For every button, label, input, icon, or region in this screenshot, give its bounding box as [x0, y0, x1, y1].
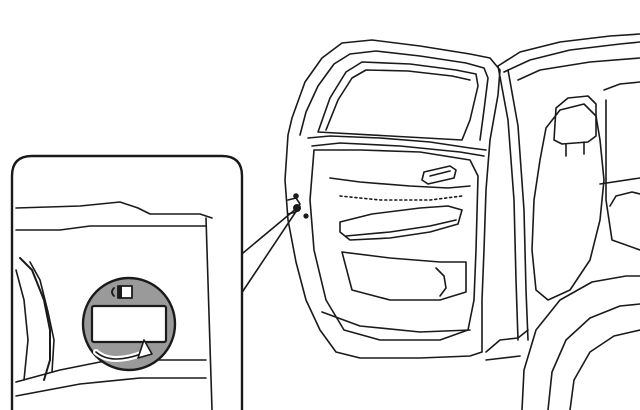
headrest — [553, 95, 597, 145]
rotate-arrow-icon — [93, 339, 153, 362]
rear-seat — [531, 103, 605, 301]
door-window — [317, 61, 479, 141]
rear-door — [284, 39, 501, 359]
rear-wheel-arch — [521, 275, 640, 410]
rear-wheel — [569, 329, 640, 410]
callout-lines — [236, 207, 298, 301]
inner-door-handle — [421, 165, 457, 185]
child-lock-inset — [10, 154, 244, 410]
child-lock-knob — [81, 276, 177, 372]
car-body — [485, 33, 640, 410]
padlock-symbol-icon — [111, 285, 133, 299]
door-pocket — [341, 251, 467, 301]
armrest — [339, 205, 463, 241]
